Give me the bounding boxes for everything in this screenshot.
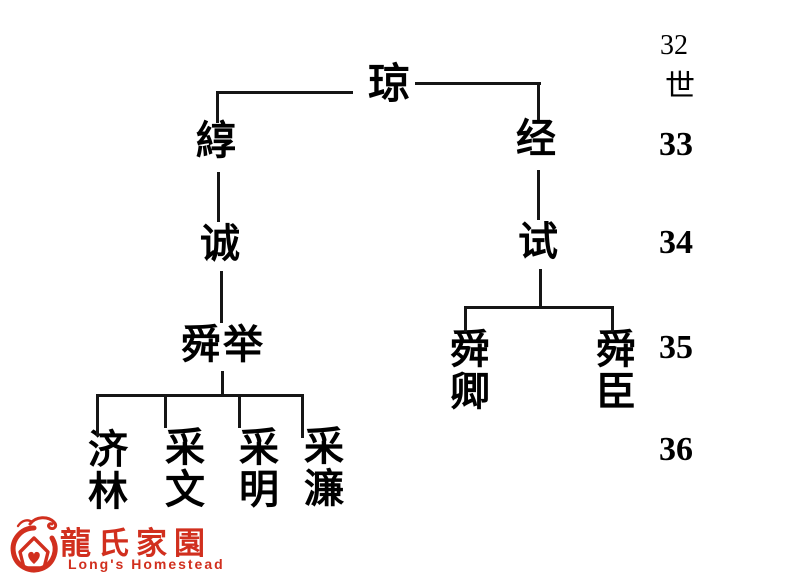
connector-right-bar-drop-1 [464, 306, 467, 332]
logo-english-name: Long's Homestead [68, 556, 225, 572]
connector-bottom-sibling-bar [96, 394, 304, 397]
connector-root-left-horizontal [217, 91, 353, 94]
dragon-house-heart-seal-icon [10, 516, 58, 573]
generation-label-33: 33 [659, 126, 693, 163]
connector-gen35-bar-left [221, 371, 224, 396]
node-gen34-right: 试 [518, 219, 560, 264]
node-gen35-left: 舜举 [181, 322, 265, 367]
connector-bottom-drop-2 [164, 394, 167, 428]
generation-label-32: 32 [660, 30, 688, 61]
connector-gen33-gen34-right [537, 170, 540, 220]
connector-right-bar-drop-2 [611, 306, 614, 332]
node-gen34-left: 诚 [200, 221, 242, 266]
connector-gen34-bar-right [539, 269, 542, 309]
node-gen36-child-2: 采文 [159, 426, 204, 510]
node-gen36-child-4: 采濂 [298, 425, 343, 509]
connector-root-right-drop [537, 82, 540, 120]
generation-label-35: 35 [659, 329, 693, 366]
connector-right-sibling-bar [464, 306, 614, 309]
logo-chinese-name: 龍氏家園 [60, 526, 212, 561]
node-gen33-right: 经 [516, 116, 558, 161]
connector-root-left-drop [216, 91, 219, 123]
node-gen32-root: 琼 [368, 62, 413, 108]
generation-marker-shi: 世 [665, 70, 695, 103]
connector-bottom-drop-1 [96, 394, 99, 436]
connector-gen33-gen34-left [217, 172, 220, 222]
generation-label-34: 34 [659, 224, 693, 261]
site-logo: 龍氏家園 Long's Homestead [6, 514, 226, 580]
node-gen36-child-3: 采明 [233, 426, 278, 510]
node-gen35-right-first: 舜卿 [444, 328, 489, 412]
connector-gen34-gen35-left [220, 271, 223, 323]
node-gen33-left: 綧 [196, 118, 238, 163]
connector-bottom-drop-4 [301, 394, 304, 438]
connector-bottom-drop-3 [238, 394, 241, 428]
connector-root-right-horizontal [415, 82, 541, 85]
node-gen36-child-1: 济林 [82, 428, 127, 512]
generation-label-36: 36 [659, 431, 693, 468]
node-gen35-right-second: 舜臣 [590, 328, 635, 412]
